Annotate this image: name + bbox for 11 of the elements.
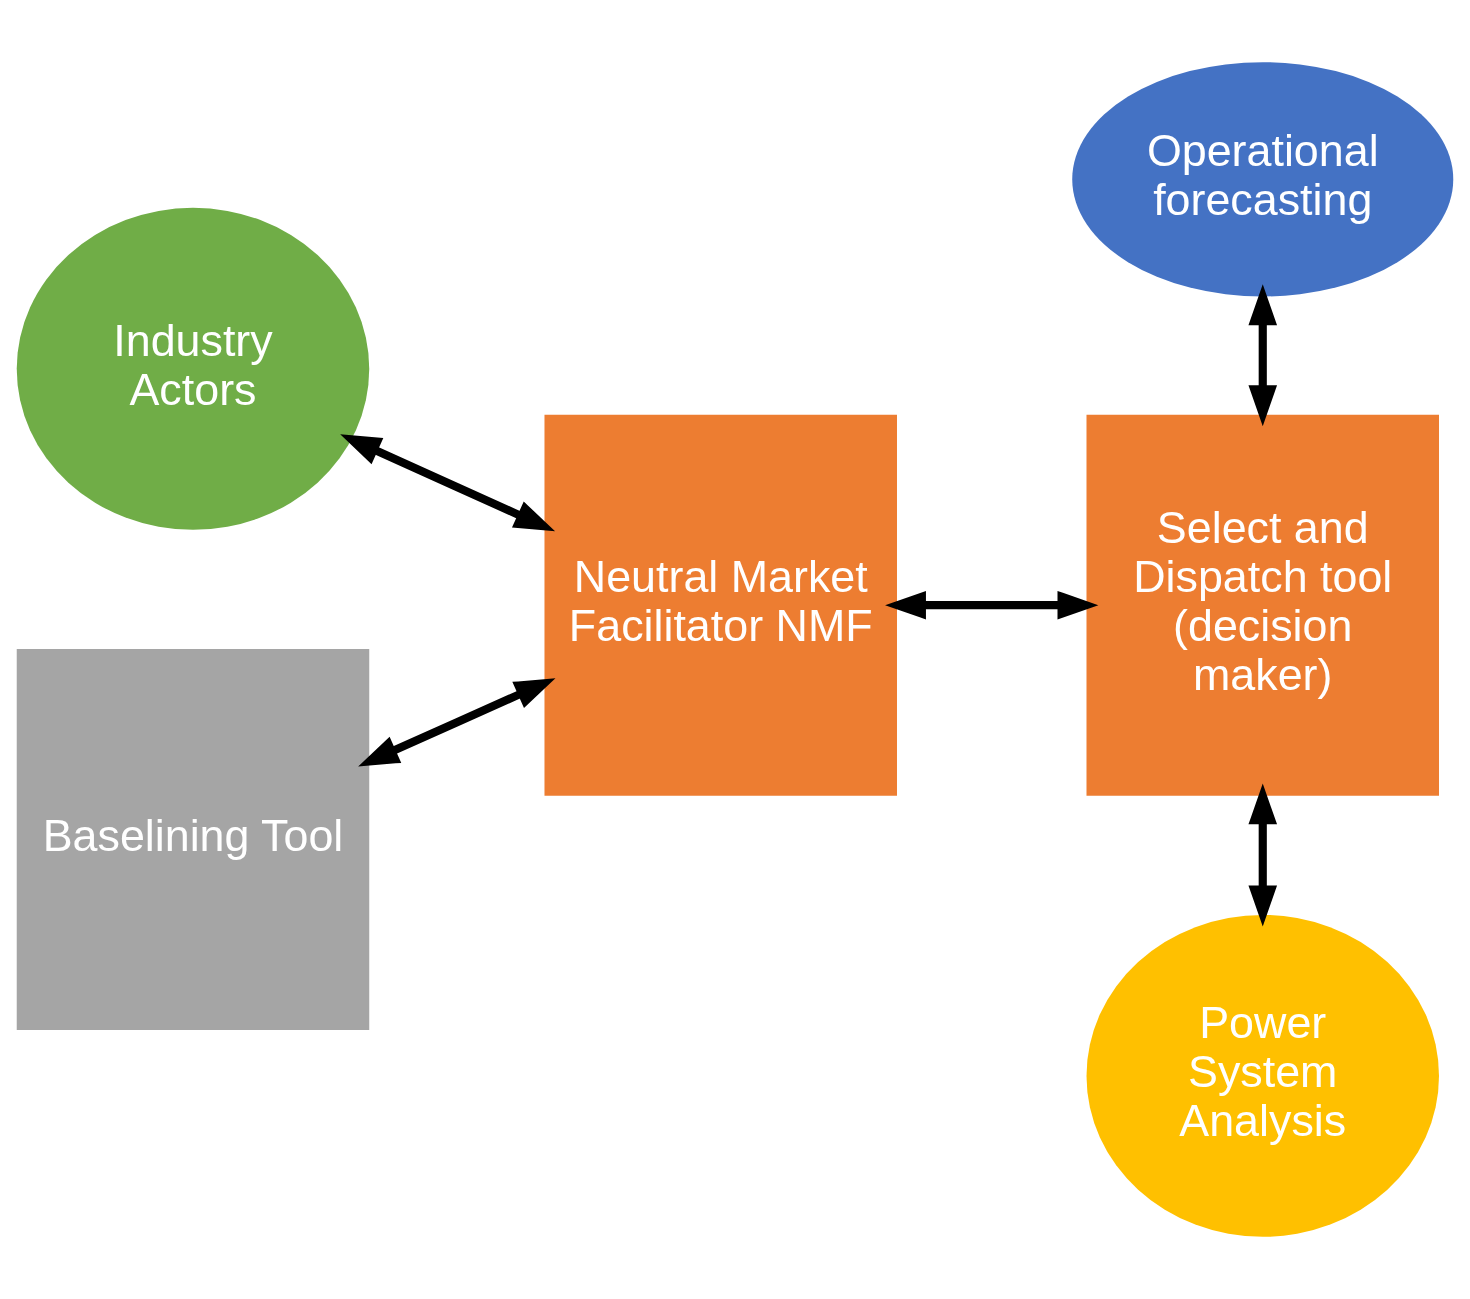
arrow <box>340 434 556 532</box>
arrow <box>358 678 556 767</box>
node-circle: Power System Analysis <box>1086 914 1439 1237</box>
arrow <box>885 590 1099 620</box>
node-box: Baselining Tool <box>16 649 370 1031</box>
node-box: Neutral Market Facilitator NMF <box>544 414 897 796</box>
arrow <box>1248 783 1278 927</box>
arrow <box>1248 284 1278 427</box>
node-circle: Industry Actors <box>16 207 370 530</box>
node-box: Select and Dispatch tool (decision maker) <box>1086 414 1439 796</box>
node-ellipse: Operational forecasting <box>1072 62 1454 297</box>
